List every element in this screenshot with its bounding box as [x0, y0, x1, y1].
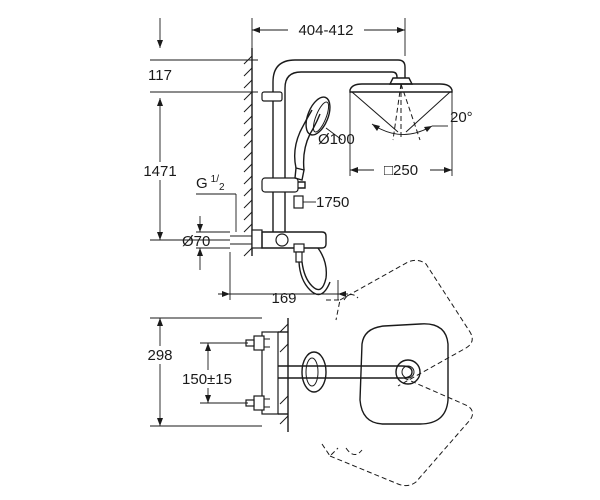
dim-handshower-diameter: Ø100	[318, 131, 355, 148]
swivel-envelope-b	[329, 377, 474, 487]
dim-depth: 298	[147, 347, 172, 364]
tilt-line-right	[400, 83, 421, 141]
handle-lower	[245, 395, 270, 411]
hand-shower	[293, 96, 331, 181]
tilt-arc	[371, 123, 433, 135]
dim-centers: 150±15	[182, 371, 232, 388]
dim-head-size: □250	[384, 162, 418, 179]
dim-rail-height: 1750	[316, 194, 349, 211]
hose	[301, 247, 328, 291]
riser-pipe	[272, 59, 406, 232]
dim-head-tilt: 20°	[450, 109, 473, 126]
swivel-envelope-a	[339, 259, 473, 387]
dim-width-range: 404-412	[298, 22, 353, 39]
front-view: 404-412 117 1471 20° Ø100 □250 G1/2	[136, 18, 473, 307]
wall-bracket-upper	[261, 91, 283, 102]
tilt-line-left	[392, 83, 402, 141]
wall-hatch-top	[279, 318, 289, 432]
dim-outlet-diameter: Ø70	[182, 233, 210, 250]
top-view: 298 150±15	[136, 259, 474, 487]
dim-projection: 169	[271, 290, 296, 307]
thermostat-front	[230, 229, 327, 263]
wall-hatch	[243, 48, 253, 257]
wall-bracket-lower	[261, 177, 299, 193]
dim-arm-height: 117	[148, 67, 172, 84]
handshower-holder	[293, 195, 304, 209]
shower-head-top	[359, 323, 449, 425]
thermostat-top-body	[261, 331, 279, 415]
arm-top	[278, 365, 413, 379]
dim-total-height: 1471	[143, 163, 176, 180]
